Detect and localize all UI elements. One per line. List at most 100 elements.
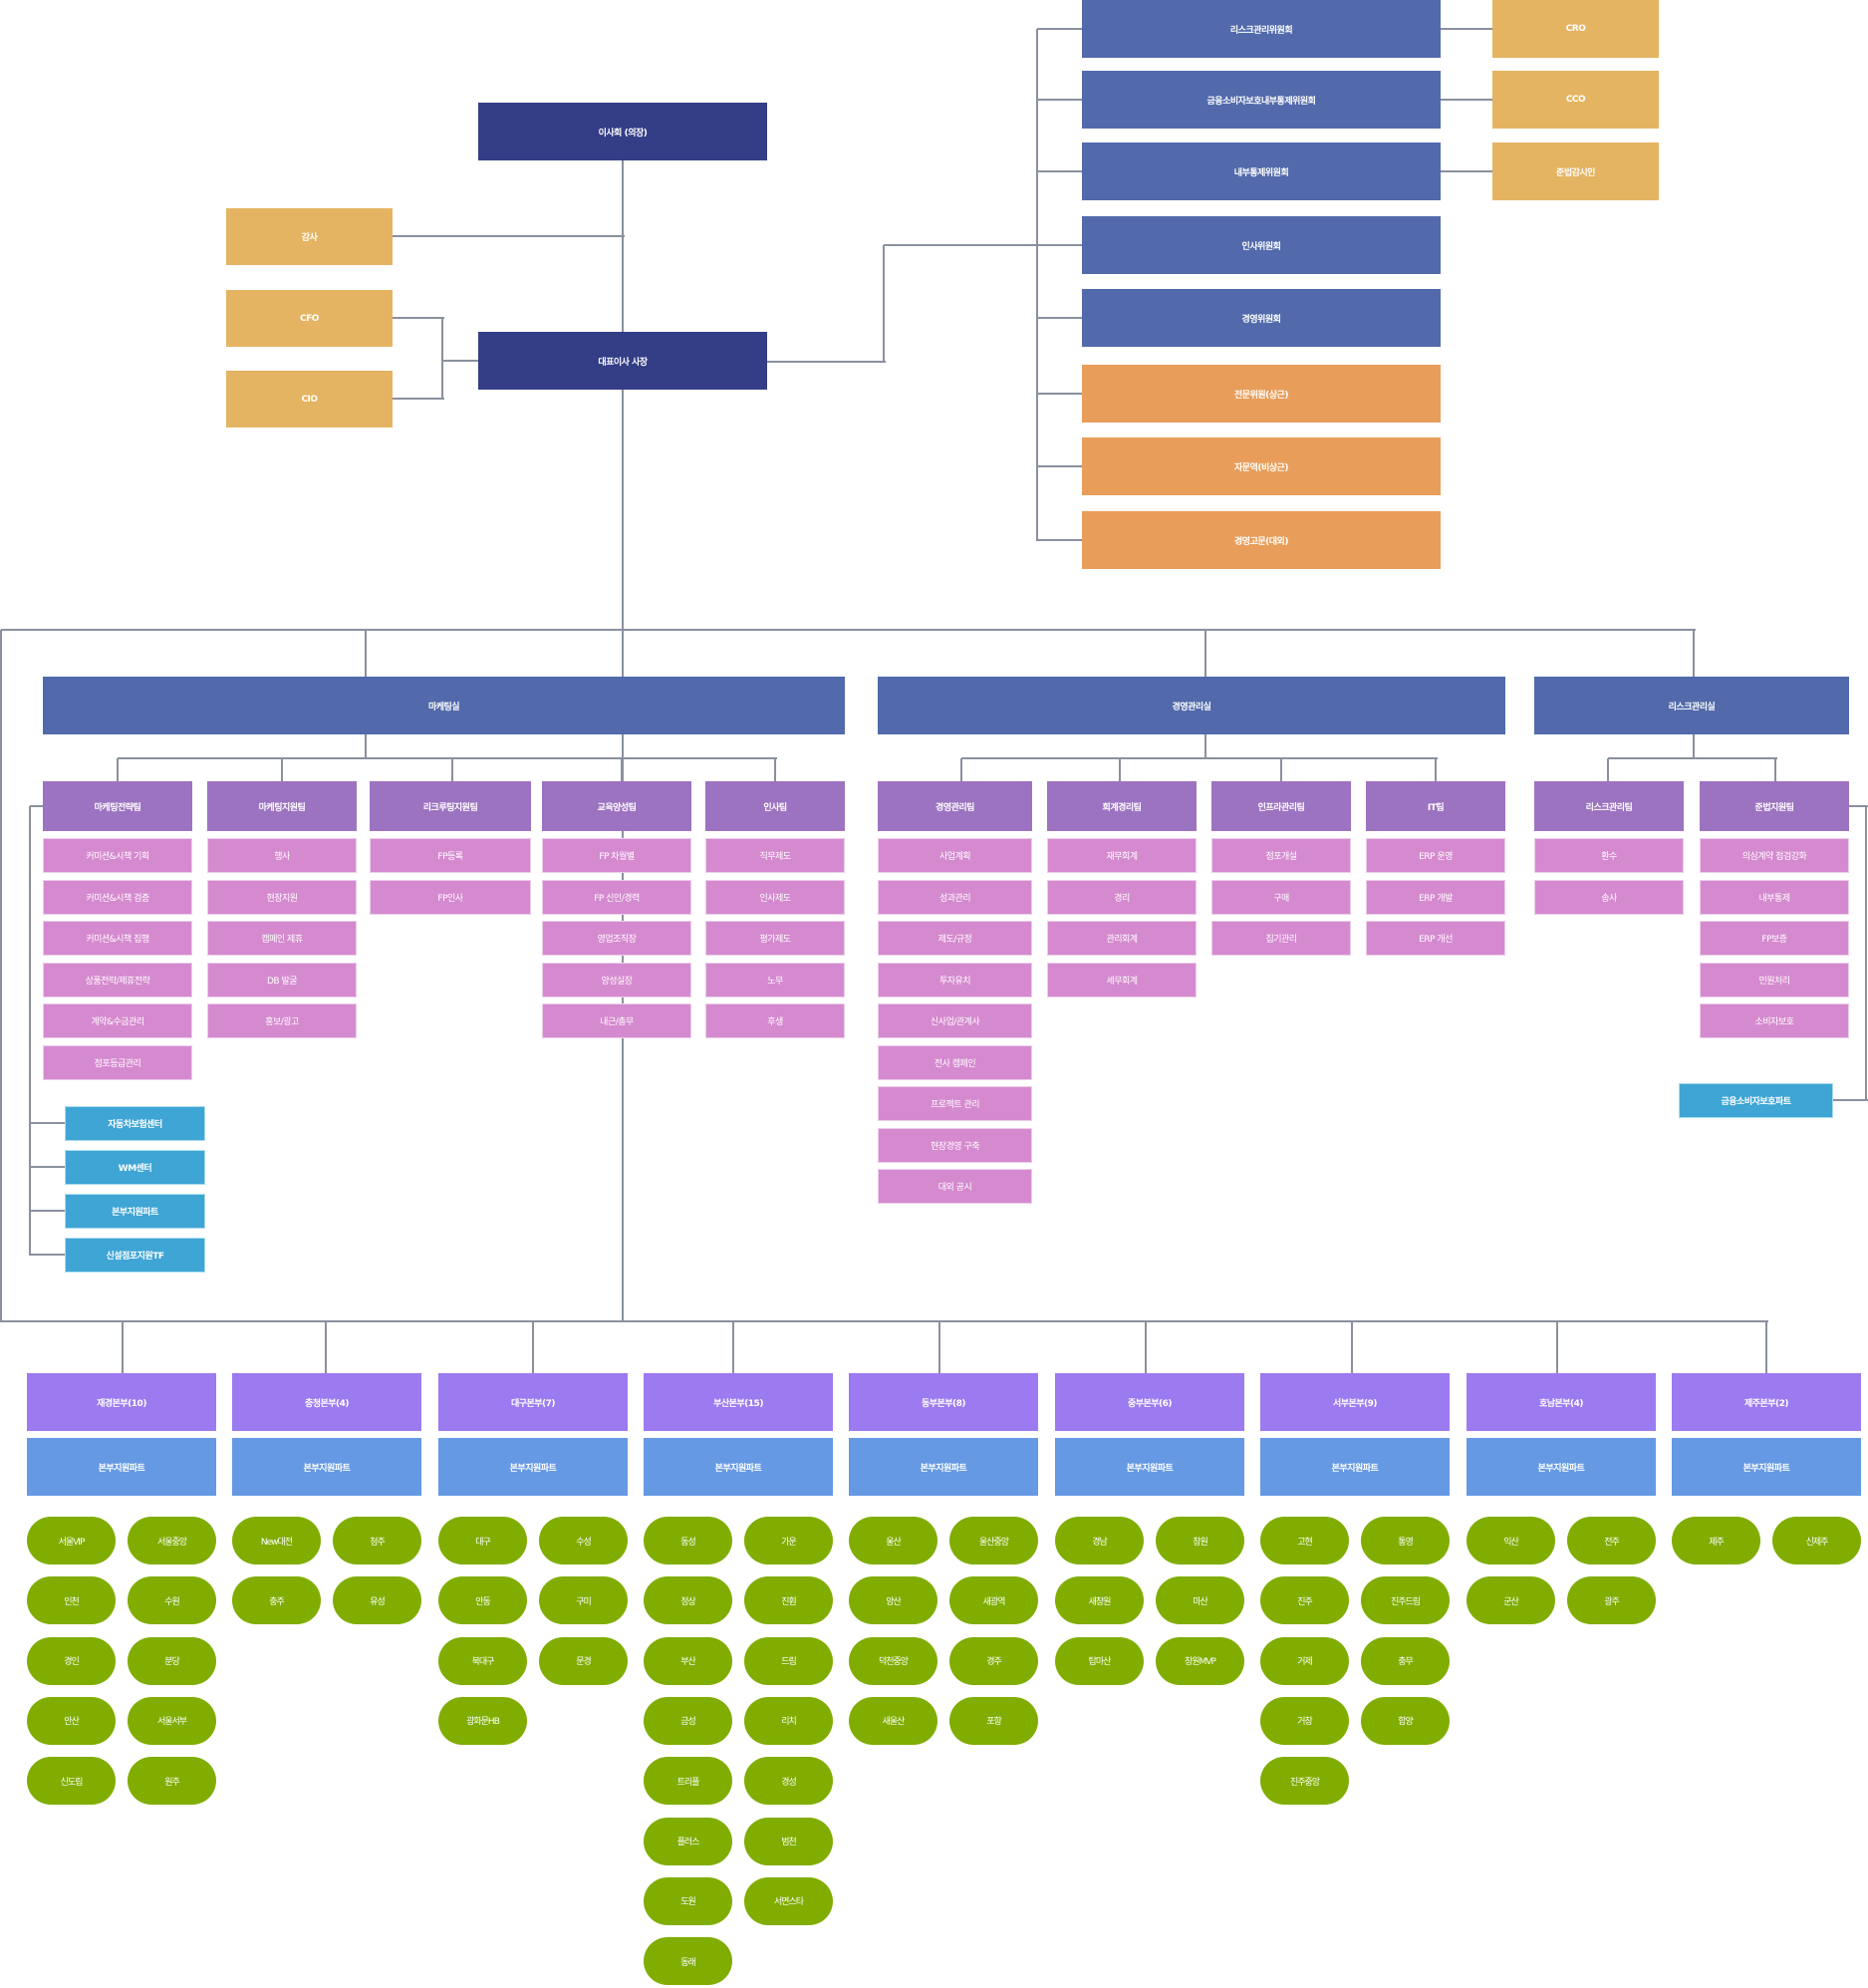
branch-pill[interactable]: 신도림 (27, 1757, 116, 1806)
region-support-part[interactable]: 본부지원파트 (849, 1438, 1038, 1496)
task-item[interactable]: 송사 (1534, 880, 1684, 915)
task-item[interactable]: FP보증 (1700, 921, 1849, 956)
task-item[interactable]: 내부통제 (1700, 880, 1849, 915)
branch-pill[interactable]: 서울서부 (128, 1696, 216, 1745)
branch-pill[interactable]: 거창 (1260, 1696, 1349, 1745)
team-box[interactable]: 리스크관리팀 (1534, 781, 1684, 831)
task-item[interactable]: 세무회계 (1047, 963, 1197, 997)
branch-pill[interactable]: 경남 (1055, 1517, 1144, 1564)
region-box[interactable]: 호남본부(4) (1467, 1373, 1656, 1431)
task-item[interactable]: 커미션&시책 검증 (43, 880, 192, 915)
task-item[interactable]: ERP 운영 (1366, 838, 1505, 873)
branch-pill[interactable]: 유성 (333, 1576, 421, 1625)
branch-pill[interactable]: 가운 (744, 1517, 833, 1564)
branch-pill[interactable]: 창원 (1156, 1517, 1244, 1564)
committee-box[interactable]: 자문역(비상근) (1082, 437, 1441, 495)
task-item[interactable]: 성과관리 (878, 880, 1032, 915)
officer-box[interactable]: CRO (1492, 0, 1659, 58)
task-item[interactable]: 신사업/관계사 (878, 1003, 1032, 1038)
center-box[interactable]: WM센터 (65, 1150, 205, 1185)
branch-pill[interactable]: 경주 (949, 1636, 1038, 1685)
center-box[interactable]: 금융소비자보호파트 (1679, 1083, 1833, 1118)
region-support-part[interactable]: 본부지원파트 (1467, 1438, 1656, 1496)
task-item[interactable]: 재무회계 (1047, 838, 1197, 873)
region-support-part[interactable]: 본부지원파트 (1260, 1438, 1450, 1496)
branch-pill[interactable]: 고현 (1260, 1517, 1349, 1564)
task-item[interactable]: FP 신인/경력 (542, 880, 691, 915)
branch-pill[interactable]: 익산 (1467, 1517, 1555, 1564)
ceo-box[interactable]: 대표이사 사장 (478, 332, 767, 390)
committee-box[interactable]: 리스크관리위원회 (1082, 0, 1441, 58)
auditor-box[interactable]: 감사 (226, 208, 393, 265)
branch-pill[interactable]: 거제 (1260, 1636, 1349, 1685)
task-item[interactable]: 사업계획 (878, 838, 1032, 873)
task-item[interactable]: 경리 (1047, 880, 1197, 915)
task-item[interactable]: 직무제도 (705, 838, 845, 873)
task-item[interactable]: 대외 공시 (878, 1169, 1032, 1204)
team-box[interactable]: 인사팀 (705, 781, 845, 831)
region-support-part[interactable]: 본부지원파트 (438, 1438, 628, 1496)
task-item[interactable]: 양성실장 (542, 963, 691, 997)
task-item[interactable]: 상품전략/제휴전략 (43, 963, 192, 997)
committee-box[interactable]: 전문위원(상근) (1082, 365, 1441, 423)
task-item[interactable]: 소비자보호 (1700, 1003, 1849, 1038)
task-item[interactable]: 점포등급관리 (43, 1045, 192, 1080)
committee-box[interactable]: 내부통제위원회 (1082, 142, 1441, 200)
branch-pill[interactable]: 광주 (1567, 1576, 1656, 1625)
branch-pill[interactable]: 군산 (1467, 1576, 1555, 1625)
team-box[interactable]: 인프라관리팀 (1211, 781, 1351, 831)
branch-pill[interactable]: 플러스 (644, 1817, 732, 1865)
department-box[interactable]: 리스크관리실 (1534, 677, 1849, 734)
task-item[interactable]: FP 차월별 (542, 838, 691, 873)
branch-pill[interactable]: 분당 (128, 1636, 216, 1685)
region-support-part[interactable]: 본부지원파트 (1672, 1438, 1861, 1496)
branch-pill[interactable]: 덕천중앙 (849, 1636, 937, 1685)
task-item[interactable]: 민원처리 (1700, 963, 1849, 997)
task-item[interactable]: 커미션&시책 집행 (43, 921, 192, 956)
branch-pill[interactable]: 리치 (744, 1696, 833, 1745)
branch-pill[interactable]: 충무 (1361, 1636, 1450, 1685)
branch-pill[interactable]: 범천 (744, 1817, 833, 1865)
task-item[interactable]: 행사 (207, 838, 357, 873)
task-item[interactable]: 계약&수금관리 (43, 1003, 192, 1038)
branch-pill[interactable]: 인천 (27, 1576, 116, 1625)
task-item[interactable]: FP등록 (370, 838, 531, 873)
team-box[interactable]: 경영관리팀 (878, 781, 1032, 831)
task-item[interactable]: 전사 캠페인 (878, 1045, 1032, 1080)
branch-pill[interactable]: New대전 (232, 1517, 321, 1564)
region-box[interactable]: 부산본부(15) (644, 1373, 833, 1431)
task-item[interactable]: 구매 (1211, 880, 1351, 915)
cfo-box[interactable]: CFO (226, 290, 393, 347)
region-box[interactable]: 중부본부(6) (1055, 1373, 1244, 1431)
branch-pill[interactable]: 광화문HB (438, 1696, 527, 1745)
task-item[interactable]: 점포개설 (1211, 838, 1351, 873)
region-box[interactable]: 충청본부(4) (232, 1373, 421, 1431)
officer-box[interactable]: 준법감시인 (1492, 142, 1659, 200)
branch-pill[interactable]: 서울VIP (27, 1517, 116, 1564)
team-box[interactable]: 준법지원팀 (1700, 781, 1849, 831)
branch-pill[interactable]: 수원 (128, 1576, 216, 1625)
team-box[interactable]: 리크루팅지원팀 (370, 781, 531, 831)
center-box[interactable]: 자동차보험센터 (65, 1106, 205, 1141)
task-item[interactable]: 제도/규정 (878, 921, 1032, 956)
task-item[interactable]: 인사제도 (705, 880, 845, 915)
task-item[interactable]: 홍보/광고 (207, 1003, 357, 1038)
branch-pill[interactable]: 진주드림 (1361, 1576, 1450, 1625)
task-item[interactable]: 노무 (705, 963, 845, 997)
region-box[interactable]: 서부본부(9) (1260, 1373, 1450, 1431)
branch-pill[interactable]: 북대구 (438, 1636, 527, 1685)
region-box[interactable]: 대구본부(7) (438, 1373, 628, 1431)
branch-pill[interactable]: 도원 (644, 1876, 732, 1925)
task-item[interactable]: 집기관리 (1211, 921, 1351, 956)
branch-pill[interactable]: 문경 (539, 1636, 628, 1685)
task-item[interactable]: 투자유치 (878, 963, 1032, 997)
task-item[interactable]: 의심계약 점검강화 (1700, 838, 1849, 873)
region-box[interactable]: 재경본부(10) (27, 1373, 216, 1431)
branch-pill[interactable]: 포항 (949, 1696, 1038, 1745)
committee-box[interactable]: 금융소비자보호내부통제위원회 (1082, 71, 1441, 129)
task-item[interactable]: DB 발굴 (207, 963, 357, 997)
task-item[interactable]: 후생 (705, 1003, 845, 1038)
branch-pill[interactable]: 대구 (438, 1517, 527, 1564)
branch-pill[interactable]: 드림 (744, 1636, 833, 1685)
branch-pill[interactable]: 서면스타 (744, 1876, 833, 1925)
